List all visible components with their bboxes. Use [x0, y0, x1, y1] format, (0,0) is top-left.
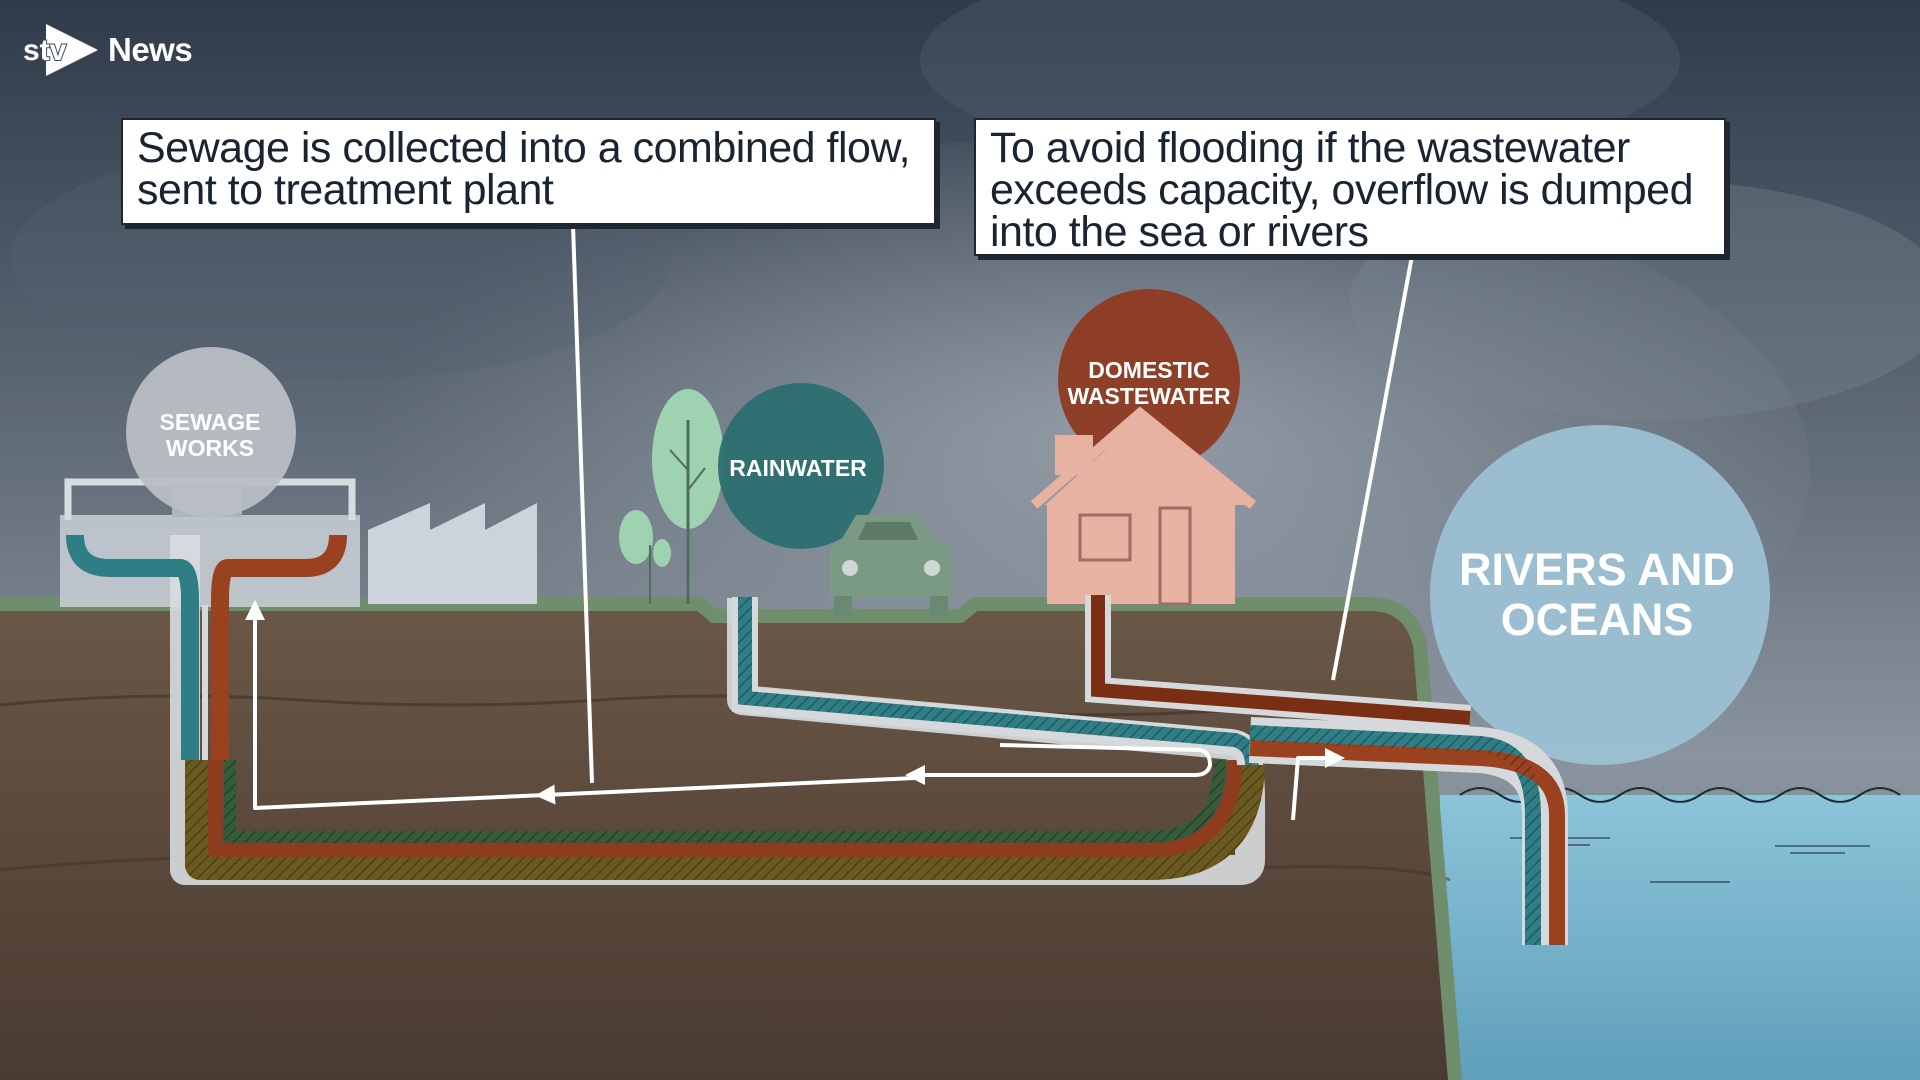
domestic-wastewater-circle: [1058, 289, 1240, 471]
rainwater-label: RAINWATER: [729, 455, 867, 481]
grass-line: [0, 597, 1462, 1080]
house-icon: [1030, 406, 1257, 606]
domestic-label-line-1: DOMESTIC: [1088, 357, 1209, 383]
works-waste-pipe: [211, 534, 347, 760]
rivers-and-oceans-circle: [1430, 425, 1770, 765]
combined-pipe-inner-hatch: [224, 759, 1226, 843]
callout-left-leader: [571, 224, 594, 784]
tree-icon: [619, 510, 671, 604]
stv-news-logo: stv News: [22, 22, 193, 78]
callout-right-line-1: To avoid flooding if the wastewater: [990, 124, 1630, 172]
callout-left-line-2: sent to treatment plant: [137, 166, 554, 214]
combined-pipe-mid: [208, 759, 1242, 857]
callout-combined-flow: Sewage is collected into a combined flow…: [121, 118, 936, 225]
car-icon: [830, 515, 952, 616]
callout-left-line-1: Sewage is collected into a combined flow…: [137, 124, 911, 172]
flow-arrow-icon: [245, 600, 1345, 821]
news-label: News: [108, 31, 193, 68]
factory-icon: [368, 503, 537, 604]
rainwater-circle: [718, 383, 884, 549]
callout-right-leader: [1331, 255, 1414, 681]
overflow-pipe-hatch: [1249, 725, 1541, 945]
overflow-pipe-waste: [1249, 740, 1565, 945]
sewage-works-label-line-1: SEWAGE: [160, 409, 261, 435]
domestic-label-line-2: WASTEWATER: [1067, 383, 1231, 409]
rivers-label-line-1: RIVERS AND: [1459, 544, 1735, 595]
callout-right-line-3: into the sea or rivers: [990, 208, 1369, 256]
stv-logo-mark: stv: [22, 24, 98, 76]
callout-overflow: To avoid flooding if the wastewater exce…: [974, 118, 1726, 256]
sewage-works-label-line-2: WORKS: [166, 435, 254, 461]
sewage-works-circle: [126, 347, 296, 517]
wastewater-pipe-core: [1091, 595, 1471, 725]
callout-right-line-2: exceeds capacity, overflow is dumped: [990, 166, 1694, 214]
stv-logo-text: stv: [23, 34, 67, 67]
sea: [1440, 795, 1920, 1080]
tree-icon: [652, 389, 724, 604]
rivers-label-line-2: OCEANS: [1501, 594, 1694, 645]
combined-pipe-outer-hatch: [185, 759, 1265, 880]
stv-logo-triangle: [46, 24, 98, 76]
works-rain-pipe: [66, 534, 199, 760]
